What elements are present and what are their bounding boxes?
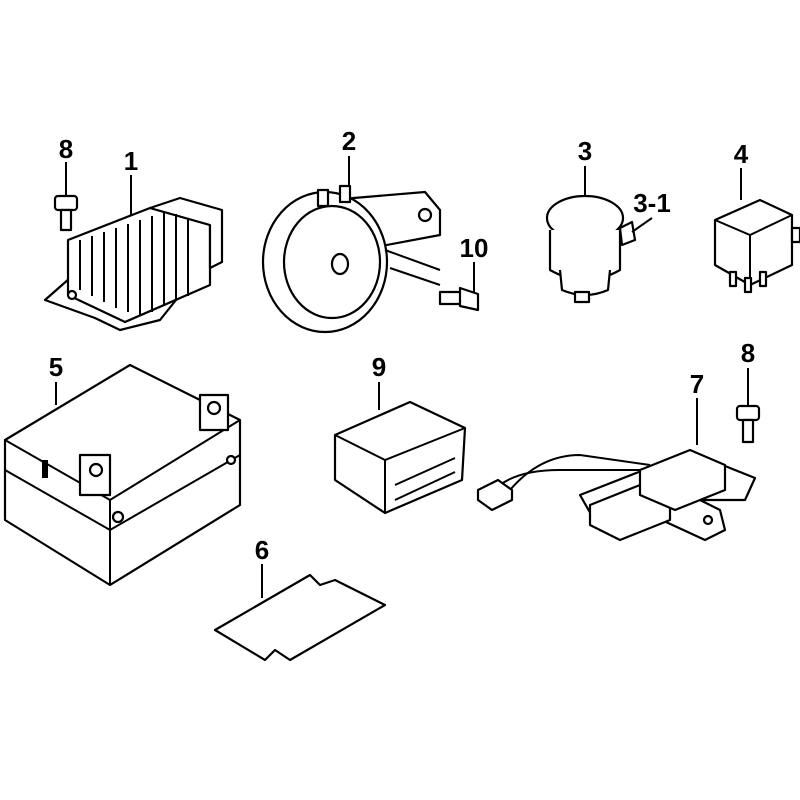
callout-7: 7 bbox=[690, 369, 704, 399]
callout-4: 4 bbox=[734, 139, 749, 169]
battery-pad-6 bbox=[213, 564, 387, 662]
callout-1: 1 bbox=[124, 146, 138, 176]
callout-5: 5 bbox=[49, 352, 63, 382]
callout-2: 2 bbox=[342, 126, 356, 156]
callout-8-right: 8 bbox=[741, 338, 755, 368]
regulator-rectifier-1 bbox=[43, 175, 224, 332]
callout-8-top-left: 8 bbox=[59, 134, 73, 164]
callout-10: 10 bbox=[460, 233, 489, 263]
buzzer-3 bbox=[545, 166, 653, 304]
relay-4 bbox=[713, 168, 800, 294]
callout-3: 3 bbox=[578, 136, 592, 166]
callout-3-1: 3-1 bbox=[633, 188, 671, 218]
fuse-box-9 bbox=[333, 382, 467, 515]
callout-9: 9 bbox=[372, 352, 386, 382]
horn-bolt-10 bbox=[438, 262, 480, 312]
battery-5 bbox=[3, 363, 242, 587]
bolt-8-right bbox=[735, 368, 761, 444]
bolt-8-top-left bbox=[53, 162, 79, 232]
starter-relay-7 bbox=[476, 398, 757, 542]
horn-2 bbox=[261, 156, 442, 334]
callout-6: 6 bbox=[255, 535, 269, 565]
